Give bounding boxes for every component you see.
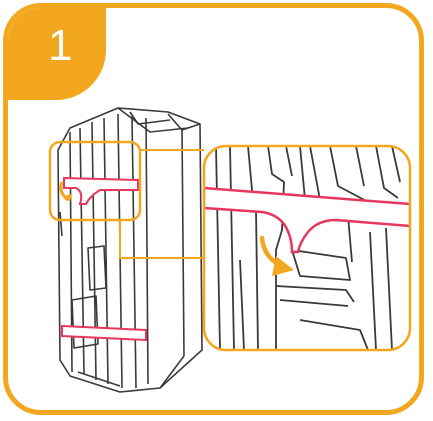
zoom-detail — [204, 146, 410, 350]
